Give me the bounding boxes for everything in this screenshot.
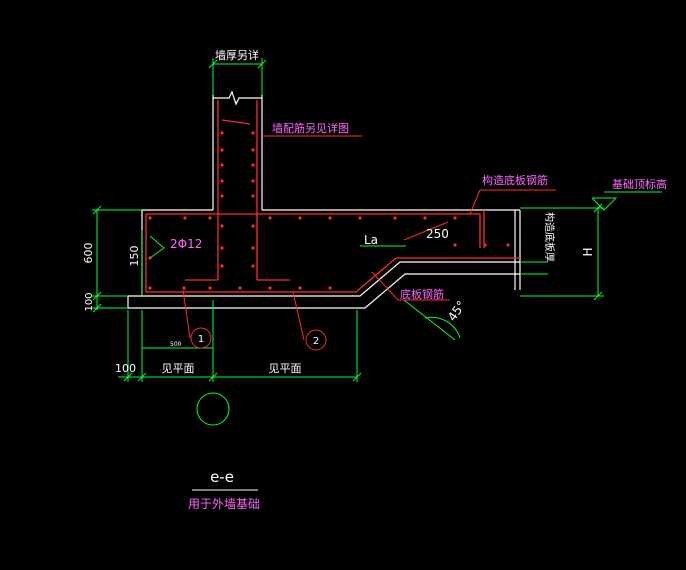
dim-100-left-label: 100 <box>84 292 95 311</box>
section-title: e-e <box>210 468 234 486</box>
dim-150-label: 150 <box>128 246 141 267</box>
wall-rebar-note-label: 墙配筋另见详图 <box>272 121 349 135</box>
dim-600-label: 600 <box>82 243 95 264</box>
height-H-label: H <box>581 247 595 256</box>
dim-250-label: 250 <box>426 227 449 241</box>
rebar-spec-label: 2Φ12 <box>170 237 202 251</box>
foundation-top-level-label: 基础顶标高 <box>612 177 667 191</box>
dim-100-bottom-label: 100 <box>115 362 136 375</box>
construct-bottom-rebar-label: 构造底板钢筋 <box>482 173 548 187</box>
section-subtitle: 用于外墙基础 <box>188 497 260 511</box>
rebar-dots <box>148 131 510 290</box>
leader-lines <box>182 135 556 341</box>
wall-thickness-label: 墙厚另详 <box>215 48 259 62</box>
dimension-lines <box>92 58 662 426</box>
angle-label: 45° <box>445 298 469 323</box>
bottom-slab-rebar-label: 底板钢筋 <box>400 287 444 301</box>
bar-marks <box>190 327 327 351</box>
see-plan-2-label: 见平面 <box>269 362 302 375</box>
dim-500-label: 500 <box>170 341 182 348</box>
concrete-outline <box>127 90 521 309</box>
see-plan-1-label: 见平面 <box>162 362 195 375</box>
anchor-length-label: La <box>364 233 378 247</box>
bar-mark-2: 2 <box>313 336 319 347</box>
rebar-lines <box>145 100 520 293</box>
bar-mark-1: 1 <box>198 334 204 345</box>
construct-slab-thickness-label: 构造底板厚 <box>543 212 556 262</box>
